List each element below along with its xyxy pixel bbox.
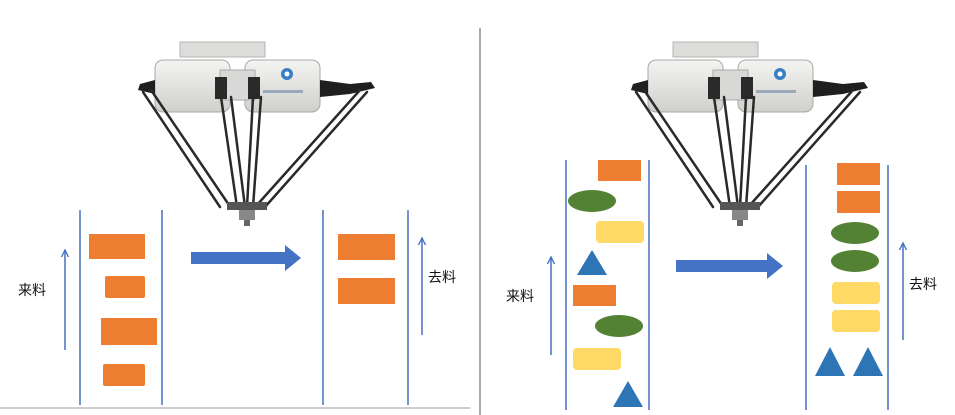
left-infeed-conveyor [79,210,163,405]
orange-item [338,234,395,260]
left-outfeed-conveyor [322,210,409,405]
orange-item [837,191,880,213]
orange-item [105,276,145,298]
outfeed-label: 去料 [428,270,456,286]
left-panel [65,40,422,405]
orange-item [103,364,145,386]
transfer-arrow-icon [676,253,783,279]
orange-item [573,285,616,306]
blue-triangle-item [853,347,883,376]
orange-item [837,163,880,185]
blue-triangle-item [613,381,643,407]
green-item [568,190,616,212]
outfeed-label: 去料 [909,277,937,293]
orange-item [598,160,641,181]
yellow-item [596,221,644,243]
left-outfeed-items [338,234,395,304]
green-item [831,222,879,244]
left-infeed-items [89,234,157,386]
infeed-label: 来料 [18,283,46,299]
green-item [595,315,643,337]
right-outfeed-items [815,163,883,376]
yellow-item [832,282,880,304]
yellow-item [832,310,880,332]
delta-robot-icon [136,40,377,228]
orange-item [89,234,145,259]
orange-item [338,278,395,304]
green-item [831,250,879,272]
right-infeed-conveyor [565,160,650,410]
blue-triangle-item [577,250,607,275]
delta-robot-icon [629,40,870,228]
right-outfeed-conveyor [805,165,889,410]
infeed-label: 来料 [506,289,534,305]
right-infeed-items [568,160,644,407]
orange-item [101,318,157,345]
blue-triangle-item [815,347,845,376]
yellow-item [573,348,621,370]
right-panel [551,40,903,410]
transfer-arrow-icon [191,245,301,271]
